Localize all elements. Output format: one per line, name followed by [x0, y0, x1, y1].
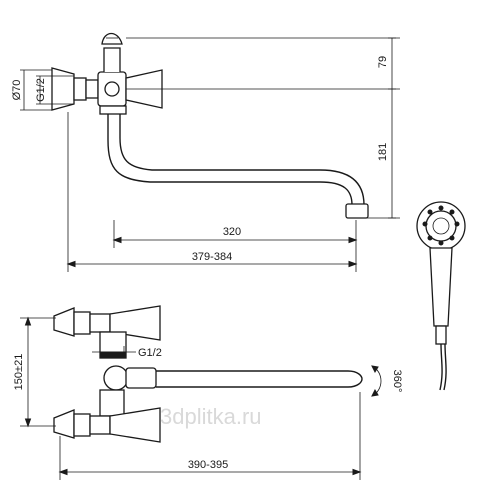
dimension-320-label: 320	[223, 226, 241, 238]
dimension-181-label: 181	[377, 143, 389, 161]
thread-top-label: G1/2	[35, 78, 47, 102]
faucet-front-view	[53, 305, 363, 443]
center-distance-label: 150±21	[13, 354, 25, 391]
thread-bottom-label: G1/2	[138, 347, 162, 359]
faucet-side-view	[51, 32, 369, 219]
watermark: 3dplitka.ru	[160, 404, 262, 429]
dimension-390-395-label: 390-395	[188, 459, 228, 471]
shower-head-drawing	[416, 201, 466, 391]
dimension-lines-top	[20, 37, 400, 272]
dimension-79-label: 79	[377, 56, 389, 68]
dimension-lines-bottom	[20, 316, 382, 480]
dimension-379-384-label: 379-384	[192, 251, 232, 263]
rotation-label: 360°	[391, 370, 403, 393]
diameter-label: Ø70	[11, 80, 23, 101]
